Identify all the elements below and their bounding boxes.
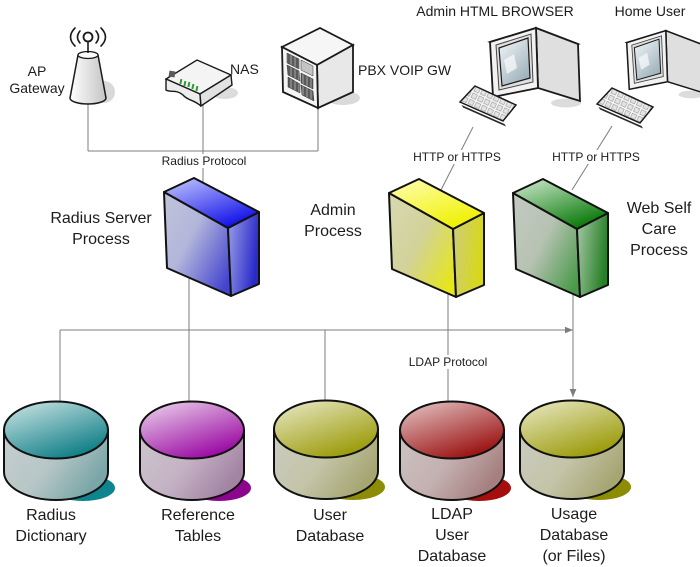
db-cylinder-reference-tables [139,400,251,501]
db-cylinder-usage-database [519,399,631,500]
keyboard-icon [458,85,518,127]
ldap-protocol-label: LDAP Protocol [405,355,491,369]
http-home-label: HTTP or HTTPS [549,150,643,164]
web-self-care-process-label: Web Self Care Process [626,200,692,259]
admin-browser-label: Admin HTML BROWSER [416,3,574,19]
monitor-icon [487,26,581,108]
signal-waves-icon [69,27,107,47]
http-admin-label: HTTP or HTTPS [410,150,504,164]
vent-grille-icon [286,52,315,102]
reference-tables-label: Reference Tables [161,507,235,545]
arrow-down-icon [569,389,577,397]
admin-workstation-icon [458,26,581,127]
ldap-user-database-label: LDAP User Database [417,506,487,565]
ap-gateway-label: AP Gateway [9,63,65,96]
nas-label: NAS [230,61,259,77]
led-lights-icon [179,78,199,92]
usage-database-label: Usage Database (or Files) [539,506,609,565]
antenna-icon [69,27,115,105]
radius-server-process-label: Radius Server Process [50,210,152,248]
admin-process-label: Admin Process [304,202,362,240]
admin-process-cube [388,178,485,298]
radius-server-process-cube [163,177,260,297]
db-cylinder-radius-dictionary [3,400,115,501]
user-database-label: User Database [295,507,365,545]
pbx-voip-gw-label: PBX VOIP GW [358,62,452,78]
router-icon [164,59,238,108]
db-cylinder-user-database [273,399,385,500]
radius-protocol-label: Radius Protocol [158,154,250,168]
radius-dictionary-label: Radius Dictionary [15,507,87,545]
home-user-label: Home User [614,3,686,19]
db-cylinder-ldap-user-database [399,400,511,501]
arrow-right-icon [565,326,573,334]
home-workstation-icon [595,29,700,129]
keyboard-icon [595,87,655,129]
server-icon [280,26,360,110]
web-self-care-process-cube [512,178,609,298]
monitor-icon [624,29,700,99]
